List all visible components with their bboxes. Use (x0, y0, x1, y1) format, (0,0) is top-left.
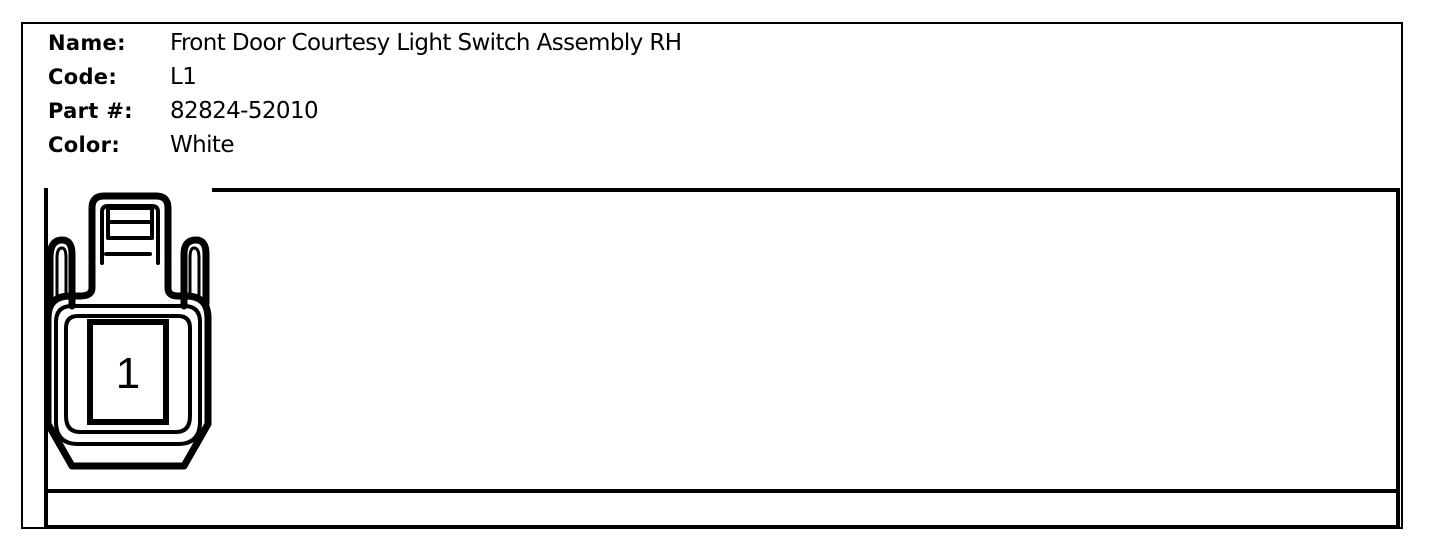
color-value: White (170, 132, 234, 158)
code-label: Code: (48, 65, 118, 89)
code-value: L1 (170, 64, 197, 90)
pin-cavity-1: 1 (87, 319, 169, 425)
border-mask (48, 186, 212, 194)
footer-divider (44, 489, 1400, 493)
part-number-label: Part #: (48, 99, 133, 123)
connector-housing (44, 264, 212, 470)
color-label: Color: (48, 133, 121, 157)
pin-number-label: 1 (116, 349, 140, 398)
footer-row (48, 493, 1396, 525)
connector-face-diagram: 1 (44, 186, 212, 470)
connector-side-rails (46, 236, 210, 310)
part-number-value: 82824-52010 (170, 98, 319, 124)
name-label: Name: (48, 31, 126, 55)
name-value: Front Door Courtesy Light Switch Assembl… (170, 30, 682, 56)
connector-diagram-panel (44, 188, 1400, 529)
connector-latch (88, 192, 172, 267)
